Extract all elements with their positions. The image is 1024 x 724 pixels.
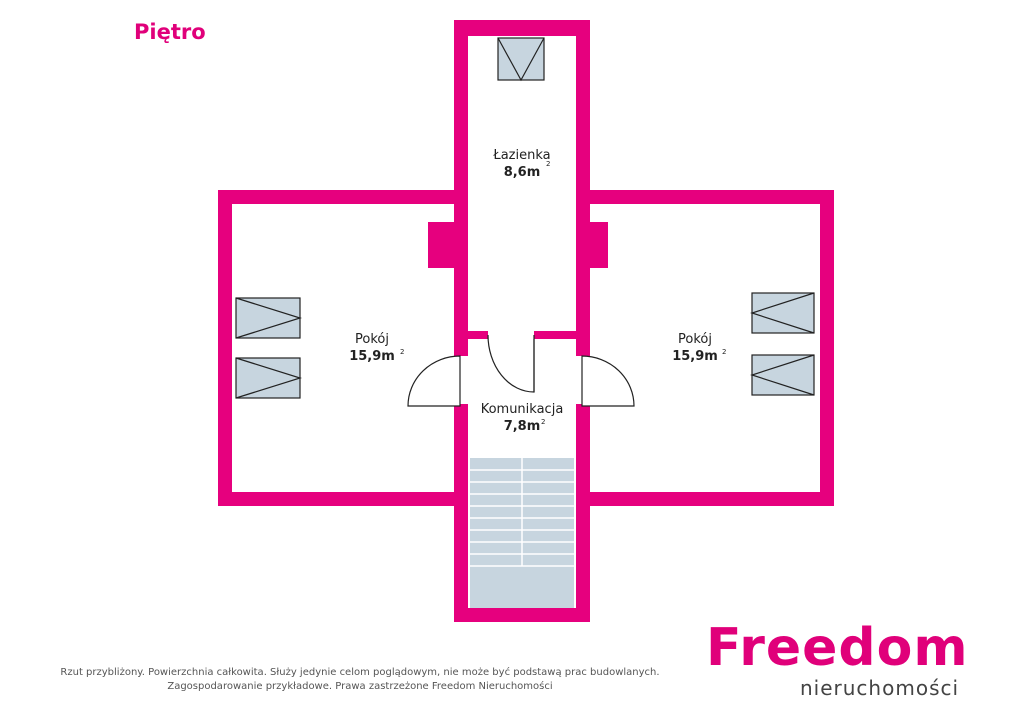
right-door-swing	[581, 355, 635, 407]
left-door-swing	[407, 355, 461, 407]
room-name-bathroom: Łazienka	[492, 148, 550, 163]
room-name-right: Pokój	[678, 332, 712, 347]
room-area-sup-bathroom: 2	[546, 160, 550, 168]
disclaimer: Rzut przybliżony. Powierzchnia całkowita…	[60, 666, 660, 694]
room-area-sup-left: 2	[400, 348, 404, 356]
room-area-right: 15,9m	[672, 349, 718, 364]
center-left-wall-upper	[454, 20, 468, 356]
room-area-hall: 7,8m	[504, 419, 541, 434]
window-right-1	[750, 292, 815, 334]
doors	[407, 334, 635, 407]
logo-subtitle: nieruchomości	[800, 676, 960, 700]
bathroom-partition-left	[468, 331, 488, 339]
logo-freedom: Freedom	[706, 618, 969, 678]
stair-bottom-wall	[454, 608, 590, 622]
room-name-left: Pokój	[355, 332, 389, 347]
window-right-2	[750, 354, 815, 396]
window-left-2	[235, 357, 303, 399]
room-area-bathroom: 8,6m	[504, 165, 541, 180]
room-area-sup-right: 2	[722, 348, 726, 356]
center-left-wall-lower	[454, 404, 468, 622]
room-area-sup-hall: 2	[541, 418, 545, 426]
staircase	[470, 458, 574, 608]
bathroom-door-swing	[487, 334, 535, 393]
room-area-left: 15,9m	[349, 349, 395, 364]
right-chimney	[578, 222, 608, 268]
walls	[218, 20, 834, 622]
room-labels: Łazienka 8,6m 2 Pokój 15,9m 2 Pokój 15,9…	[349, 148, 726, 434]
center-right-wall-lower	[576, 404, 590, 622]
window-bathroom	[497, 37, 545, 82]
openings	[454, 356, 590, 404]
bathroom-top-wall	[454, 20, 590, 36]
disclaimer-line-2: Zagospodarowanie przykładowe. Prawa zast…	[167, 681, 553, 692]
stair-steps	[470, 458, 574, 567]
bathroom-partition-right	[534, 331, 576, 339]
disclaimer-line-1: Rzut przybliżony. Powierzchnia całkowita…	[60, 667, 660, 678]
room-name-hall: Komunikacja	[481, 402, 564, 417]
center-right-wall-upper	[576, 20, 590, 356]
window-left-1	[235, 297, 303, 339]
right-room-walls	[576, 190, 834, 506]
floor-title: Piętro	[134, 20, 206, 44]
left-chimney	[428, 222, 464, 268]
windows	[235, 37, 815, 399]
